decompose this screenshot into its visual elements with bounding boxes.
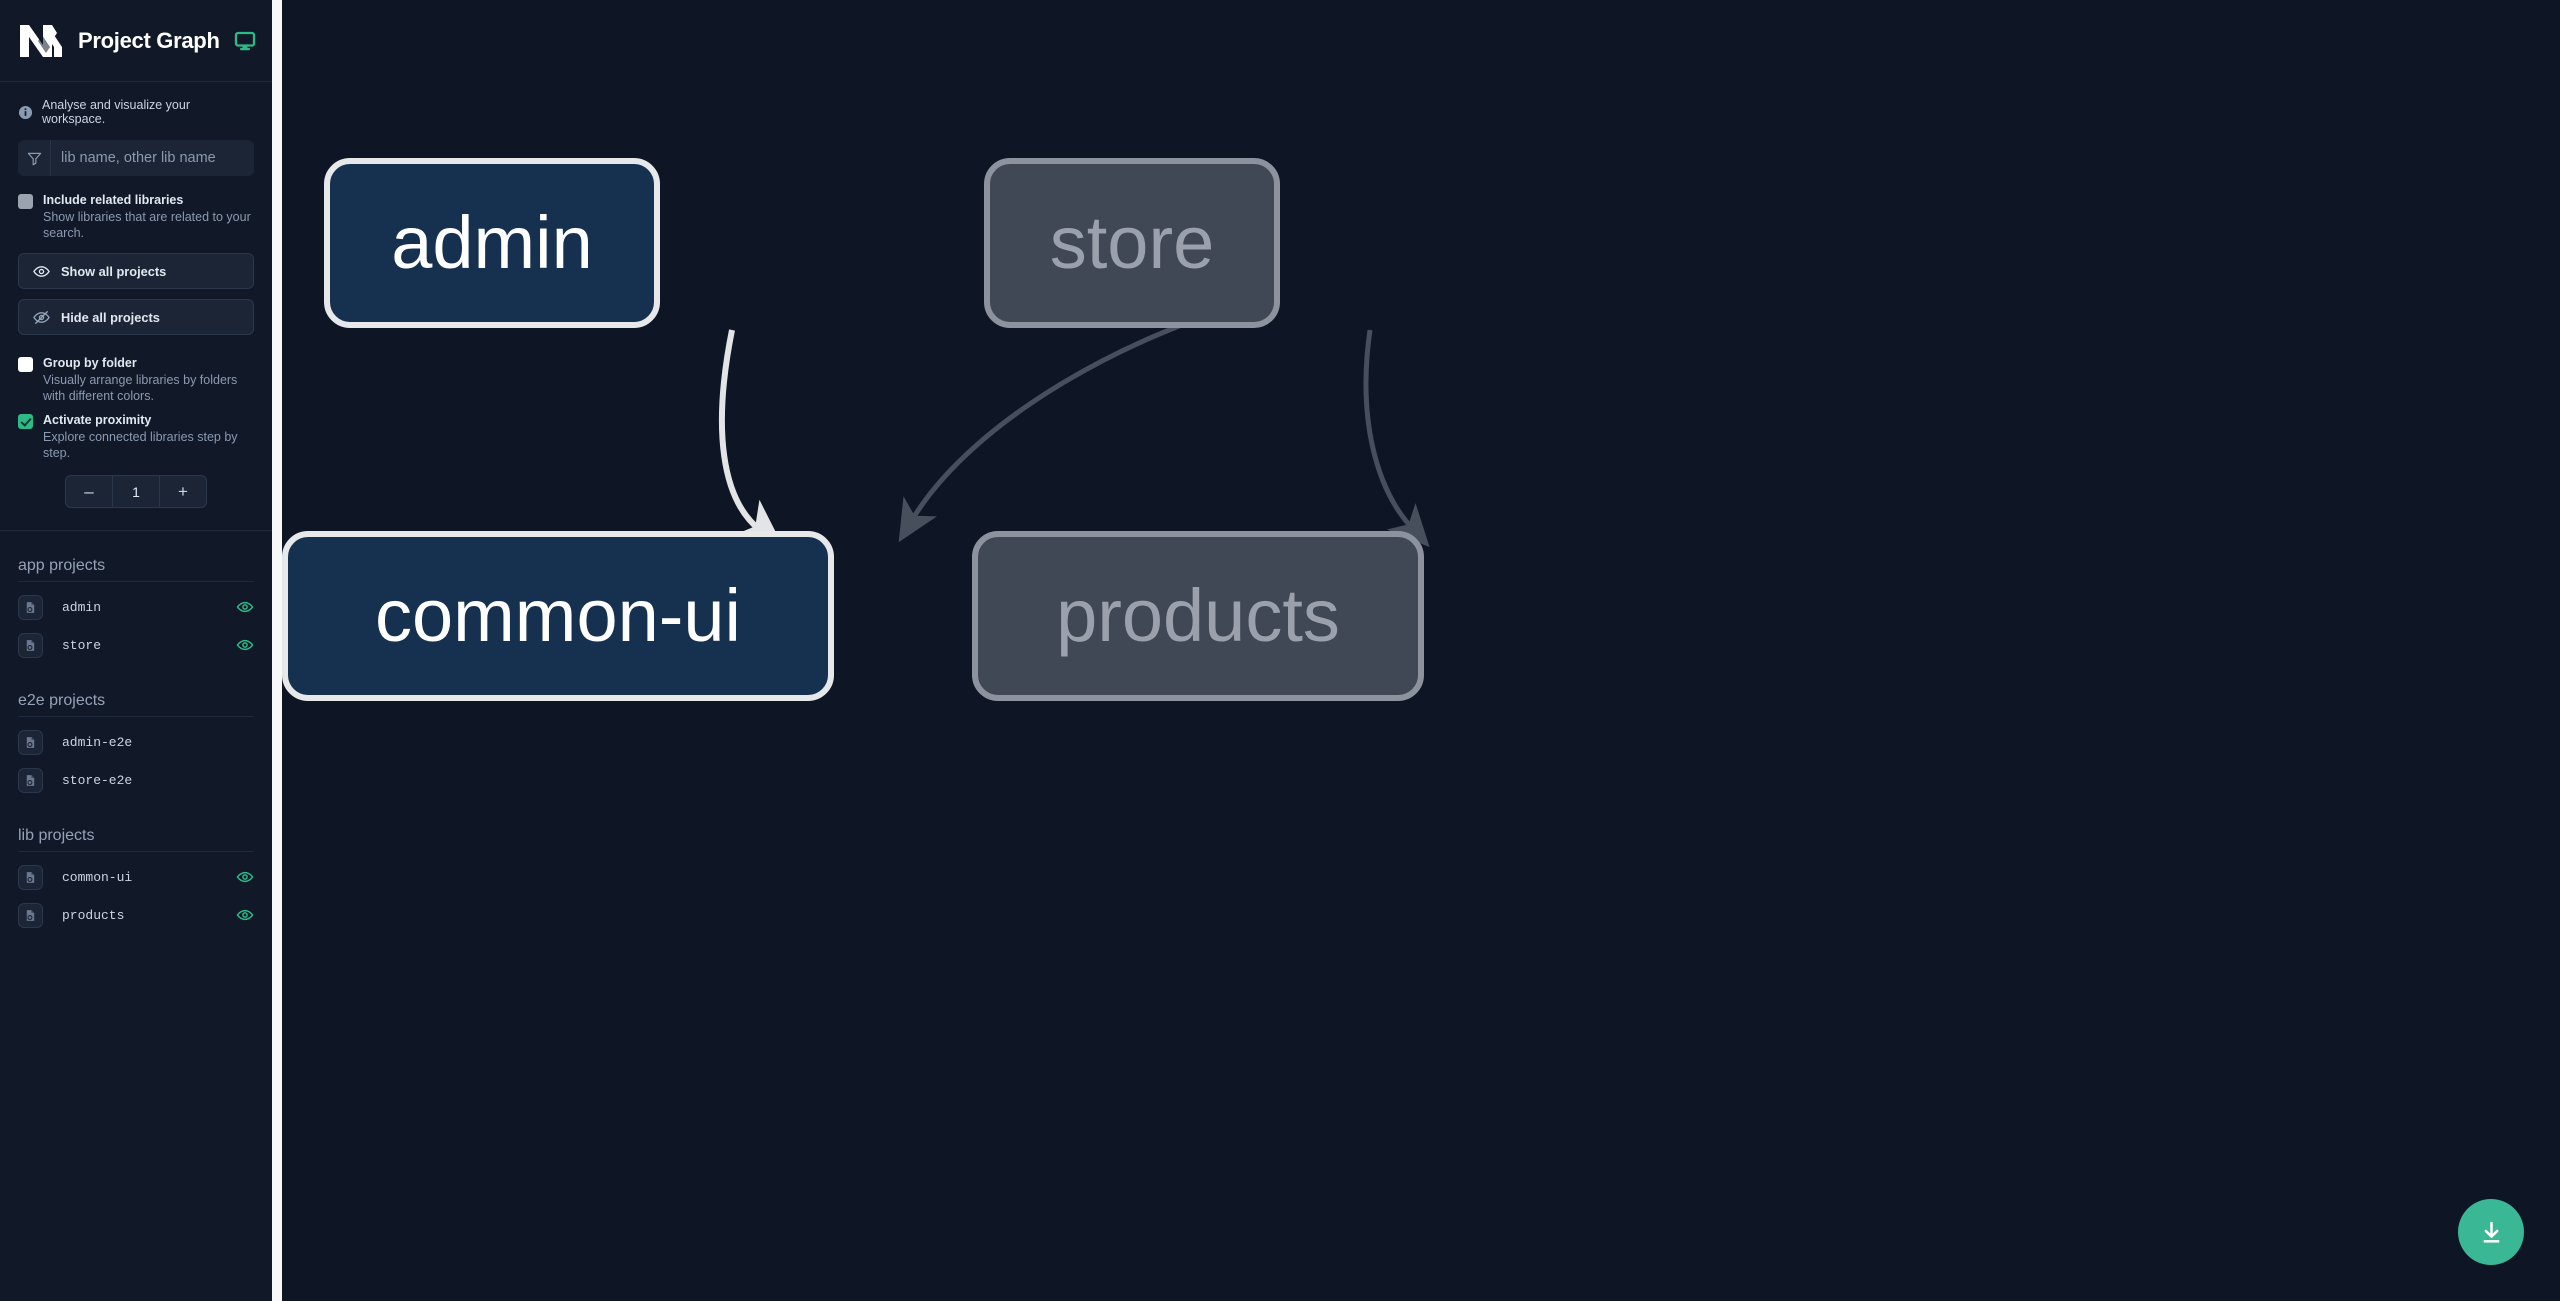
file-project-icon[interactable]: [18, 864, 43, 890]
file-project-icon[interactable]: [18, 729, 43, 755]
eye-icon: [33, 263, 50, 280]
download-icon: [2478, 1219, 2505, 1246]
sidebar-header: Project Graph: [0, 0, 272, 82]
group-title: app projects: [18, 557, 254, 582]
show-all-projects-label: Show all projects: [61, 263, 167, 279]
edge-store-to-common-ui: [898, 293, 1275, 543]
project-row-store-e2e[interactable]: store-e2e: [18, 761, 254, 799]
monitor-icon[interactable]: [234, 30, 256, 52]
group-by-folder-description: Visually arrange libraries by folders wi…: [43, 373, 238, 403]
project-row-admin-e2e[interactable]: admin-e2e: [18, 723, 254, 761]
tagline-text: Analyse and visualize your workspace.: [42, 98, 190, 126]
proximity-value: 1: [112, 476, 160, 507]
eye-icon[interactable]: [236, 906, 254, 924]
project-row-store[interactable]: store: [18, 626, 254, 664]
divider: [0, 530, 272, 531]
group-title: e2e projects: [18, 692, 254, 717]
file-project-icon[interactable]: [18, 767, 43, 793]
project-name: admin-e2e: [62, 734, 133, 750]
option-group-by-folder[interactable]: Group by folder Visually arrange librari…: [18, 349, 254, 406]
project-group-lib: lib projects common-ui: [18, 827, 254, 934]
project-name: products: [62, 907, 125, 923]
page-title: Project Graph: [78, 27, 220, 53]
graph-node-admin[interactable]: admin: [324, 158, 660, 328]
nx-logo-icon: [18, 21, 64, 61]
project-groups: app projects admin: [0, 557, 272, 934]
spacer: [18, 335, 254, 349]
activate-proximity-description: Explore connected libraries step by step…: [43, 430, 238, 460]
graph-node-common-ui[interactable]: common-ui: [282, 531, 834, 701]
graph-canvas[interactable]: admin store common-ui products: [272, 0, 2560, 1301]
include-related-label: Include related libraries: [43, 193, 184, 207]
search-input[interactable]: [51, 140, 254, 176]
sidebar-scrollbar[interactable]: [272, 0, 282, 1301]
project-name: store: [62, 637, 102, 653]
file-project-icon[interactable]: [18, 902, 43, 928]
project-name: common-ui: [62, 869, 133, 885]
project-name: admin: [62, 599, 102, 615]
file-project-icon[interactable]: [18, 632, 43, 658]
project-row-admin[interactable]: admin: [18, 588, 254, 626]
group-by-folder-checkbox[interactable]: [18, 357, 33, 372]
graph-node-store[interactable]: store: [984, 158, 1280, 328]
project-group-app: app projects admin: [18, 557, 254, 664]
edge-admin-to-common-ui: [718, 329, 785, 550]
option-include-related[interactable]: Include related libraries Show libraries…: [18, 186, 254, 243]
file-project-icon[interactable]: [18, 594, 43, 620]
show-all-projects-button[interactable]: Show all projects: [18, 253, 254, 289]
graph-node-label: admin: [391, 201, 593, 284]
hide-all-projects-button[interactable]: Hide all projects: [18, 299, 254, 335]
group-by-folder-label: Group by folder: [43, 356, 137, 370]
edge-store-to-products: [1363, 329, 1430, 548]
activate-proximity-checkbox[interactable]: [18, 414, 33, 429]
proximity-increment-button[interactable]: +: [160, 476, 206, 507]
sidebar: Project Graph Analyse and visualize your…: [0, 0, 272, 1301]
project-name: store-e2e: [62, 772, 133, 788]
project-row-products[interactable]: products: [18, 896, 254, 934]
sidebar-controls: Include related libraries Show libraries…: [0, 140, 272, 508]
filter-funnel-icon: [18, 140, 51, 176]
graph-node-label: products: [1056, 574, 1340, 657]
include-related-checkbox[interactable]: [18, 194, 33, 209]
tagline: Analyse and visualize your workspace.: [0, 82, 272, 140]
option-activate-proximity[interactable]: Activate proximity Explore connected lib…: [18, 406, 254, 463]
graph-node-label: store: [1049, 201, 1215, 284]
eye-icon[interactable]: [236, 598, 254, 616]
graph-node-products[interactable]: products: [972, 531, 1424, 701]
eye-icon[interactable]: [236, 636, 254, 654]
group-title: lib projects: [18, 827, 254, 852]
hide-all-projects-label: Hide all projects: [61, 309, 160, 325]
eye-off-icon: [33, 309, 50, 326]
proximity-decrement-button[interactable]: –: [66, 476, 112, 507]
project-group-e2e: e2e projects admin-e2e: [18, 692, 254, 799]
activate-proximity-label: Activate proximity: [43, 413, 152, 427]
proximity-stepper: – 1 +: [18, 475, 254, 508]
include-related-description: Show libraries that are related to your …: [43, 210, 251, 240]
download-graph-button[interactable]: [2458, 1199, 2524, 1265]
search-field[interactable]: [18, 140, 254, 176]
project-row-common-ui[interactable]: common-ui: [18, 858, 254, 896]
graph-node-label: common-ui: [375, 574, 741, 657]
info-circle-icon: [18, 105, 33, 120]
eye-icon[interactable]: [236, 868, 254, 886]
